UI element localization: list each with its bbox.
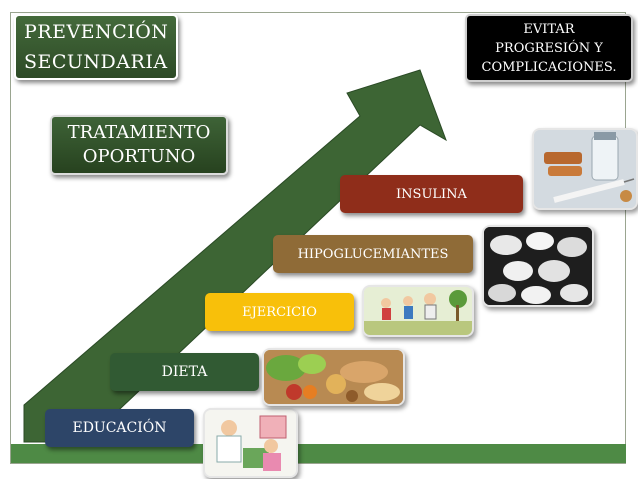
doctor-consultation-image xyxy=(203,408,298,478)
insulin-syringe-image xyxy=(532,128,638,210)
treatment-line-1: TRATAMIENTO xyxy=(67,122,211,143)
goal-box: EVITAR PROGRESIÓN Y COMPLICACIONES. xyxy=(465,14,633,82)
goal-line-3: COMPLICACIONES. xyxy=(481,59,617,75)
goal-line-1: EVITAR xyxy=(523,21,575,37)
step-label: EDUCACIÓN xyxy=(72,420,167,436)
step-ejercicio: EJERCICIO xyxy=(205,293,354,331)
title-line-2: SECUNDARIA xyxy=(24,51,168,73)
healthy-food-image xyxy=(262,348,405,406)
treatment-box: TRATAMIENTO OPORTUNO xyxy=(50,115,228,175)
step-hipoglucemiantes: HIPOGLUCEMIANTES xyxy=(273,235,473,273)
people-exercising-image xyxy=(362,285,474,337)
step-label: EJERCICIO xyxy=(242,304,317,320)
treatment-line-2: OPORTUNO xyxy=(82,146,196,167)
page-title: PREVENCIÓN SECUNDARIA xyxy=(14,14,178,80)
step-insulina: INSULINA xyxy=(340,175,523,213)
step-label: INSULINA xyxy=(396,186,467,202)
step-educacion: EDUCACIÓN xyxy=(45,409,194,447)
step-dieta: DIETA xyxy=(110,353,259,391)
pills-image xyxy=(482,225,594,307)
goal-line-2: PROGRESIÓN Y xyxy=(495,40,603,56)
slide-frame xyxy=(10,12,626,464)
step-label: HIPOGLUCEMIANTES xyxy=(297,246,449,262)
bottom-band xyxy=(11,444,626,463)
step-label: DIETA xyxy=(161,364,208,380)
title-line-1: PREVENCIÓN xyxy=(24,21,169,43)
